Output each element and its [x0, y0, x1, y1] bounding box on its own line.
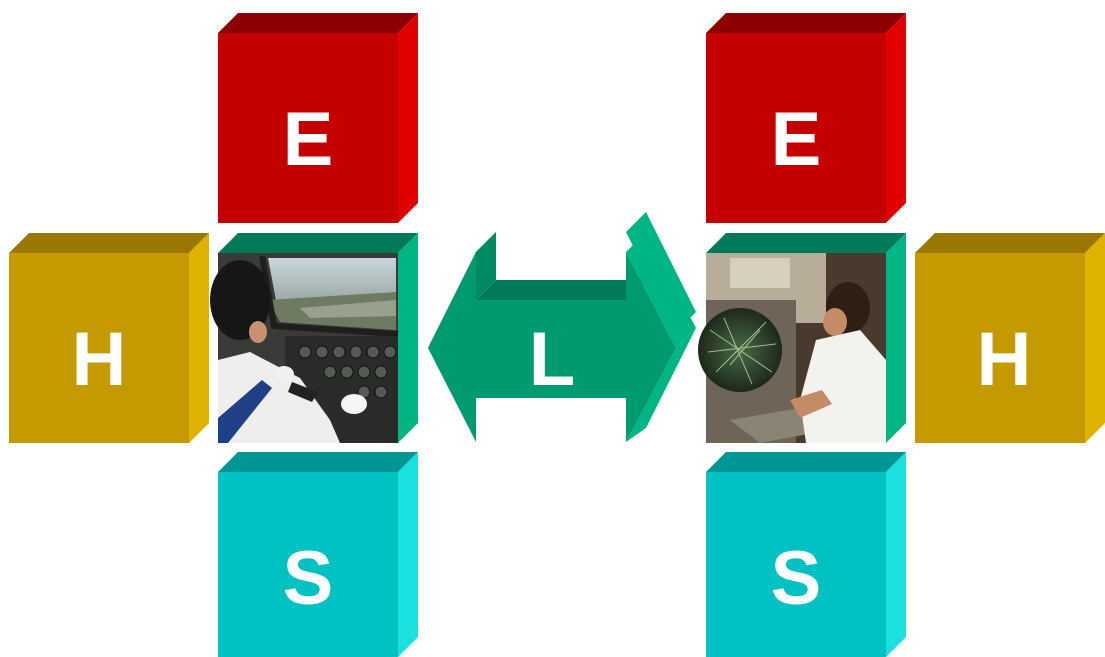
air-traffic-controller-photo: [698, 253, 886, 443]
right-hardware-letter: H: [977, 317, 1032, 402]
right-software-letter: S: [771, 536, 822, 621]
left-software-letter: S: [283, 536, 334, 621]
liveware-liveware-arrow: L: [428, 212, 696, 442]
liveware-link-letter: L: [529, 317, 575, 402]
left-hardware-letter: H: [72, 317, 127, 402]
left-software-block: S: [218, 452, 418, 657]
left-environment-letter: E: [283, 97, 334, 182]
left-environment-block: E: [218, 13, 418, 223]
left-hardware-block: H: [9, 233, 209, 443]
left-liveware-block: [210, 233, 418, 443]
right-environment-letter: E: [771, 97, 822, 182]
right-environment-block: E: [706, 13, 906, 223]
right-liveware-block: [698, 233, 906, 443]
pilot-cockpit-photo: [210, 253, 399, 443]
right-hardware-block: H: [915, 233, 1105, 443]
right-software-block: S: [706, 452, 906, 657]
